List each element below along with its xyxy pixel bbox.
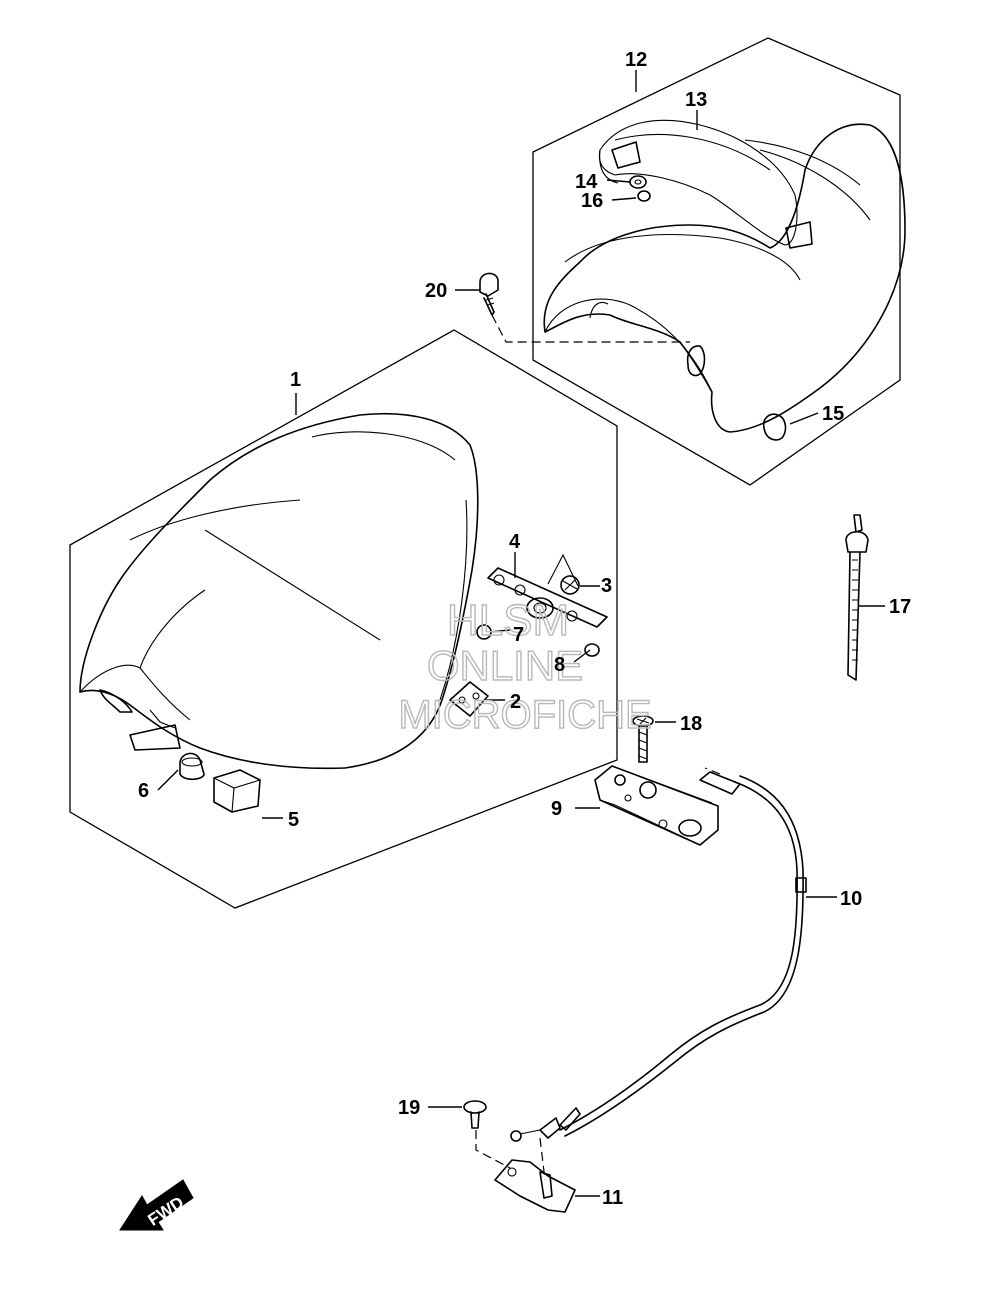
screw-18-icon [632, 715, 654, 763]
seat-icon [79, 412, 479, 770]
screw-19-icon [463, 1100, 487, 1129]
callout-8: 8 [554, 654, 565, 676]
watermark-line-3: MICROFICHE [398, 693, 651, 737]
leader-lines [157, 70, 885, 1197]
front-seat-group-frame [69, 329, 618, 909]
callout-14: 14 [575, 171, 598, 193]
lock-body-9-icon [594, 765, 741, 846]
forward-arrow-icon: FWD [119, 1179, 194, 1231]
watermark: HLSM ONLINE MICROFICHE [398, 595, 653, 737]
grommet-3-icon [560, 575, 580, 595]
clamp-17-icon [845, 514, 869, 681]
callout-19: 19 [398, 1097, 420, 1119]
rear-seat-icon [543, 119, 906, 433]
callout-5: 5 [288, 809, 299, 831]
callout-10: 10 [840, 888, 862, 910]
cushion-8-icon [584, 643, 600, 657]
part-3-indicator [547, 553, 579, 587]
callout-9: 9 [551, 798, 562, 820]
callout-12: 12 [625, 49, 647, 71]
callout-16: 16 [581, 190, 603, 212]
bracket-2-icon [449, 681, 489, 717]
lock-plate-4-icon [487, 567, 608, 628]
callout-6: 6 [138, 780, 149, 802]
callout-15: 15 [822, 403, 844, 425]
bolt-20-path [491, 314, 690, 343]
watermark-line-2: ONLINE [427, 642, 583, 689]
bracket-11-icon [494, 1159, 576, 1213]
cable-icon [510, 775, 807, 1142]
cushion-15-icon [762, 413, 787, 441]
callout-4: 4 [509, 531, 521, 553]
callout-17: 17 [889, 596, 911, 618]
callout-labels: 1 2 3 4 5 6 7 8 9 10 11 12 13 14 15 16 1… [138, 49, 911, 1209]
bolt-icon [479, 272, 499, 316]
callout-3: 3 [601, 575, 612, 597]
screw-19-path [475, 1130, 511, 1169]
damper-7-icon [476, 597, 554, 640]
callout-7: 7 [513, 624, 524, 646]
washer-icon [629, 175, 647, 189]
rear-seat-group-frame [532, 37, 901, 486]
callout-2: 2 [510, 691, 521, 713]
cushion-5-icon [213, 769, 261, 813]
cable-9-path [704, 767, 721, 775]
callout-18: 18 [680, 713, 702, 735]
callout-20: 20 [425, 280, 447, 302]
watermark-line-1: HLSM [447, 596, 569, 645]
nut-icon [637, 190, 651, 202]
callout-1: 1 [290, 369, 301, 391]
cushion-6-icon [179, 752, 205, 781]
callout-13: 13 [685, 89, 707, 111]
callout-11: 11 [602, 1187, 623, 1209]
